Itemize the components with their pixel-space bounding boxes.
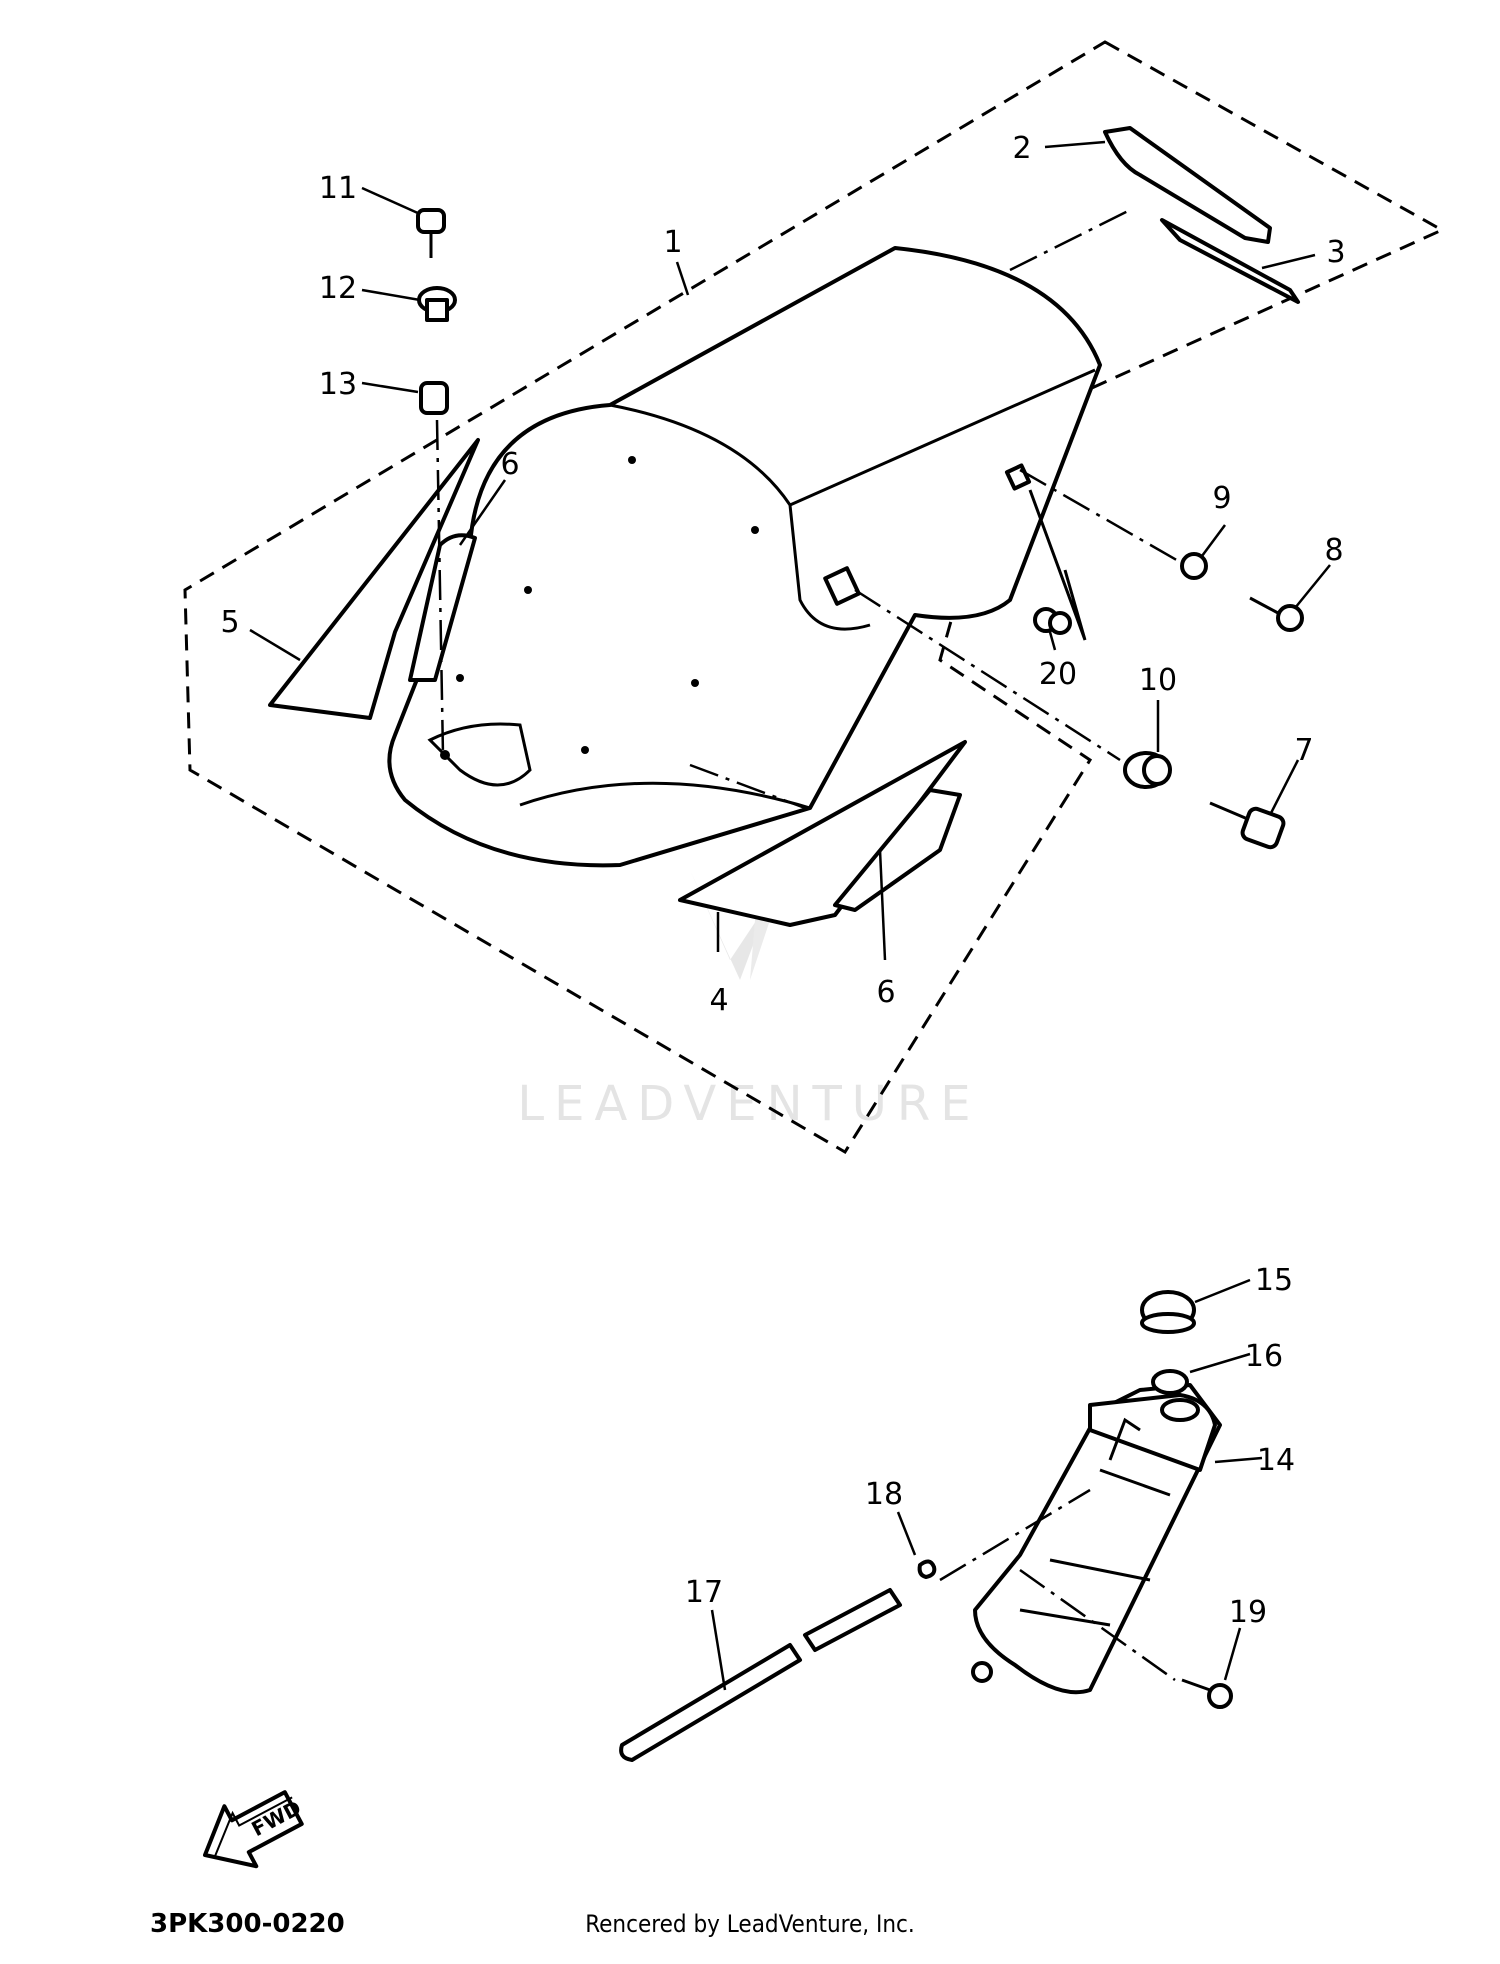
seat-mount-holes bbox=[440, 456, 759, 760]
emblem-part bbox=[1160, 218, 1300, 304]
label-part-6-left: 6 bbox=[500, 447, 519, 482]
cap-part bbox=[1140, 1290, 1196, 1334]
right-side-cover-part bbox=[678, 740, 967, 927]
label-part-12: 12 bbox=[319, 271, 357, 306]
label-part-20: 20 bbox=[1039, 657, 1077, 692]
label-part-8: 8 bbox=[1324, 533, 1343, 568]
label-part-9: 9 bbox=[1212, 481, 1231, 516]
label-part-16: 16 bbox=[1245, 1339, 1283, 1374]
assembly-lines bbox=[435, 208, 1181, 1682]
leader-lines bbox=[249, 140, 1331, 1691]
left-bracket-part bbox=[408, 533, 477, 682]
rear-strip-part bbox=[1103, 126, 1272, 244]
right-bracket-part bbox=[833, 788, 962, 912]
watermark-text: LEADVENTURE bbox=[517, 1076, 980, 1132]
fastener-13-grommet bbox=[419, 381, 449, 415]
label-part-13: 13 bbox=[319, 367, 357, 402]
label-part-4: 4 bbox=[709, 983, 728, 1018]
label-part-5: 5 bbox=[220, 605, 239, 640]
label-part-18: 18 bbox=[865, 1477, 903, 1512]
fastener-9-clip bbox=[1180, 552, 1208, 580]
label-part-6-right: 6 bbox=[876, 975, 895, 1010]
seat-part bbox=[387, 246, 1102, 868]
label-part-10: 10 bbox=[1139, 663, 1177, 698]
seal-part bbox=[1151, 1369, 1189, 1395]
fastener-8-screw bbox=[1249, 596, 1304, 632]
part-code: 3PK300-0220 bbox=[150, 1909, 345, 1939]
hose-part bbox=[619, 1588, 902, 1762]
fastener-20-clip bbox=[1033, 607, 1072, 635]
label-part-14: 14 bbox=[1257, 1443, 1295, 1478]
render-credit: Rencered by LeadVenture, Inc. bbox=[585, 1910, 915, 1938]
fastener-10-damper bbox=[1123, 751, 1172, 789]
label-part-15: 15 bbox=[1255, 1263, 1293, 1298]
label-part-1: 1 bbox=[663, 225, 682, 260]
fastener-11-bolt bbox=[416, 208, 446, 258]
clamp-part bbox=[917, 1559, 937, 1579]
fastener-7-lock bbox=[1209, 801, 1286, 850]
fastener-12-collar bbox=[417, 286, 457, 322]
seat-assembly-boundary bbox=[183, 40, 1446, 1155]
label-part-19: 19 bbox=[1229, 1595, 1267, 1630]
label-part-3: 3 bbox=[1326, 235, 1345, 270]
label-part-17: 17 bbox=[685, 1575, 723, 1610]
tank-part bbox=[971, 1383, 1222, 1695]
bolt-19-part bbox=[1181, 1678, 1233, 1709]
label-part-7: 7 bbox=[1294, 733, 1313, 768]
left-side-cover-part bbox=[268, 438, 480, 720]
forward-arrow-icon: FWD bbox=[203, 1790, 305, 1869]
part-labels: 1 2 3 4 5 6 6 7 8 9 10 11 12 13 14 15 16… bbox=[220, 131, 1345, 1630]
label-part-11: 11 bbox=[319, 171, 357, 206]
label-part-2: 2 bbox=[1012, 131, 1031, 166]
